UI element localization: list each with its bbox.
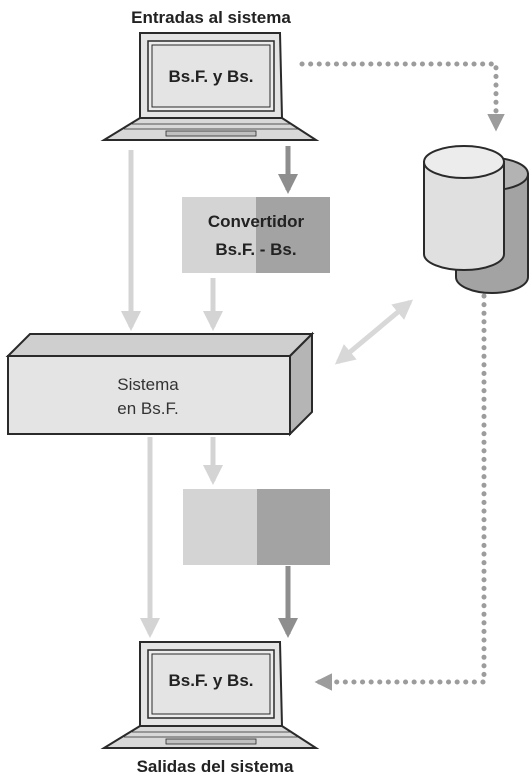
arrow-system-database <box>334 299 414 365</box>
system-line1: Sistema <box>117 375 179 394</box>
input-laptop-screen-text: Bs.F. y Bs. <box>168 67 253 86</box>
converter-box <box>182 197 330 273</box>
output-laptop-icon <box>100 641 320 749</box>
dotted-arrow-to-database <box>299 61 505 132</box>
dotted-arrow-to-output <box>314 293 487 691</box>
system-box <box>5 331 315 437</box>
converter-line1: Convertidor <box>208 212 305 231</box>
input-laptop-icon <box>100 32 320 141</box>
system-line2: en Bs.F. <box>117 399 178 418</box>
title-bottom: Salidas del sistema <box>137 757 294 776</box>
converter-line2: Bs.F. - Bs. <box>215 240 296 259</box>
output-converter-box <box>183 489 330 565</box>
output-laptop-screen-text: Bs.F. y Bs. <box>168 671 253 690</box>
title-top: Entradas al sistema <box>131 8 291 27</box>
database-icon <box>423 145 529 294</box>
